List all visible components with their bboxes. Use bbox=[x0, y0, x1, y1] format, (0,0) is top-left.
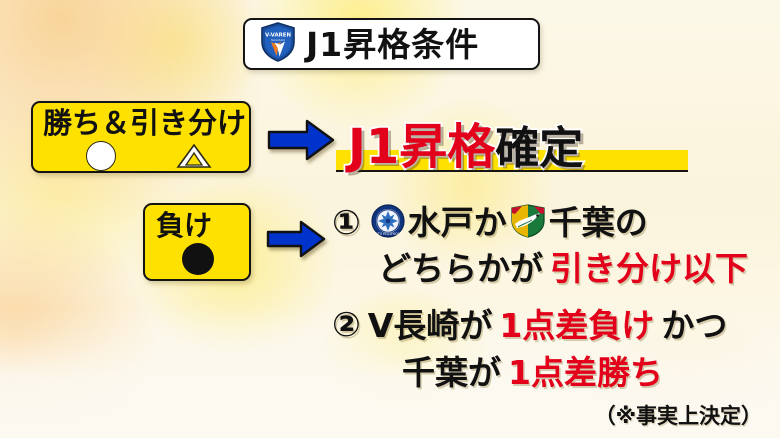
promotion-highlight-bar bbox=[336, 150, 688, 172]
page-title: J1昇格条件 bbox=[306, 24, 480, 64]
condition-1-line-2: どちらかが 引き分け以下 bbox=[378, 252, 748, 285]
svg-text:MITO HOLLYHOCK: MITO HOLLYHOCK bbox=[374, 232, 402, 236]
promotion-red-text: J1昇格 bbox=[346, 117, 497, 177]
promotion-black-text: 確定 bbox=[494, 121, 586, 176]
condition-1-text-b: 千葉の bbox=[548, 203, 648, 242]
win-condition-plate: 勝ち＆引き分け bbox=[31, 101, 251, 173]
footnote: （※事実上決定） bbox=[594, 404, 762, 428]
filled-circle-mark-icon bbox=[182, 243, 214, 275]
lose-condition-plate: 負け bbox=[143, 203, 251, 281]
condition-2-highlight-a: 1点差負け bbox=[499, 305, 655, 345]
v-varen-nagasaki-crest-icon: V-VAREN NAGASAKI bbox=[260, 22, 296, 66]
condition-2-text-c: 千葉が bbox=[402, 353, 501, 392]
promotion-result-line: J1昇格確定 bbox=[346, 107, 585, 177]
condition-2-text-b: かつ bbox=[661, 305, 728, 345]
svg-text:NAGASAKI: NAGASAKI bbox=[271, 38, 285, 42]
lose-plate-label: 負け bbox=[156, 209, 213, 242]
condition-1-number: ① bbox=[332, 202, 361, 243]
title-plate: V-VAREN NAGASAKI J1昇格条件 bbox=[243, 18, 540, 70]
condition-1-text-a: 水戸か bbox=[407, 203, 507, 242]
background-bottom-fade bbox=[0, 308, 780, 438]
condition-2-line-1: ② V長崎が 1点差負け かつ bbox=[332, 308, 727, 342]
condition-2-number: ② bbox=[332, 305, 361, 345]
open-circle-mark-icon bbox=[86, 141, 116, 171]
condition-1-line-1: ① MITO HOLLYHOCK bbox=[332, 204, 648, 241]
jef-united-chiba-crest-icon bbox=[510, 204, 546, 241]
condition-1-highlight: 引き分け以下 bbox=[550, 249, 748, 288]
right-arrow-icon bbox=[267, 118, 335, 162]
condition-2-line-2: 千葉が 1点差勝ち bbox=[402, 356, 663, 389]
right-arrow-icon bbox=[266, 219, 326, 259]
svg-text:V-VAREN: V-VAREN bbox=[265, 33, 291, 39]
mito-hollyhock-crest-icon: MITO HOLLYHOCK bbox=[371, 204, 405, 241]
condition-1-text-c: どちらかが bbox=[378, 249, 543, 288]
condition-2-text-a: V長崎が bbox=[367, 305, 493, 345]
triangle-mark-icon bbox=[176, 143, 212, 169]
win-plate-label: 勝ち＆引き分け bbox=[43, 106, 247, 140]
condition-2-highlight-b: 1点差勝ち bbox=[508, 353, 663, 392]
